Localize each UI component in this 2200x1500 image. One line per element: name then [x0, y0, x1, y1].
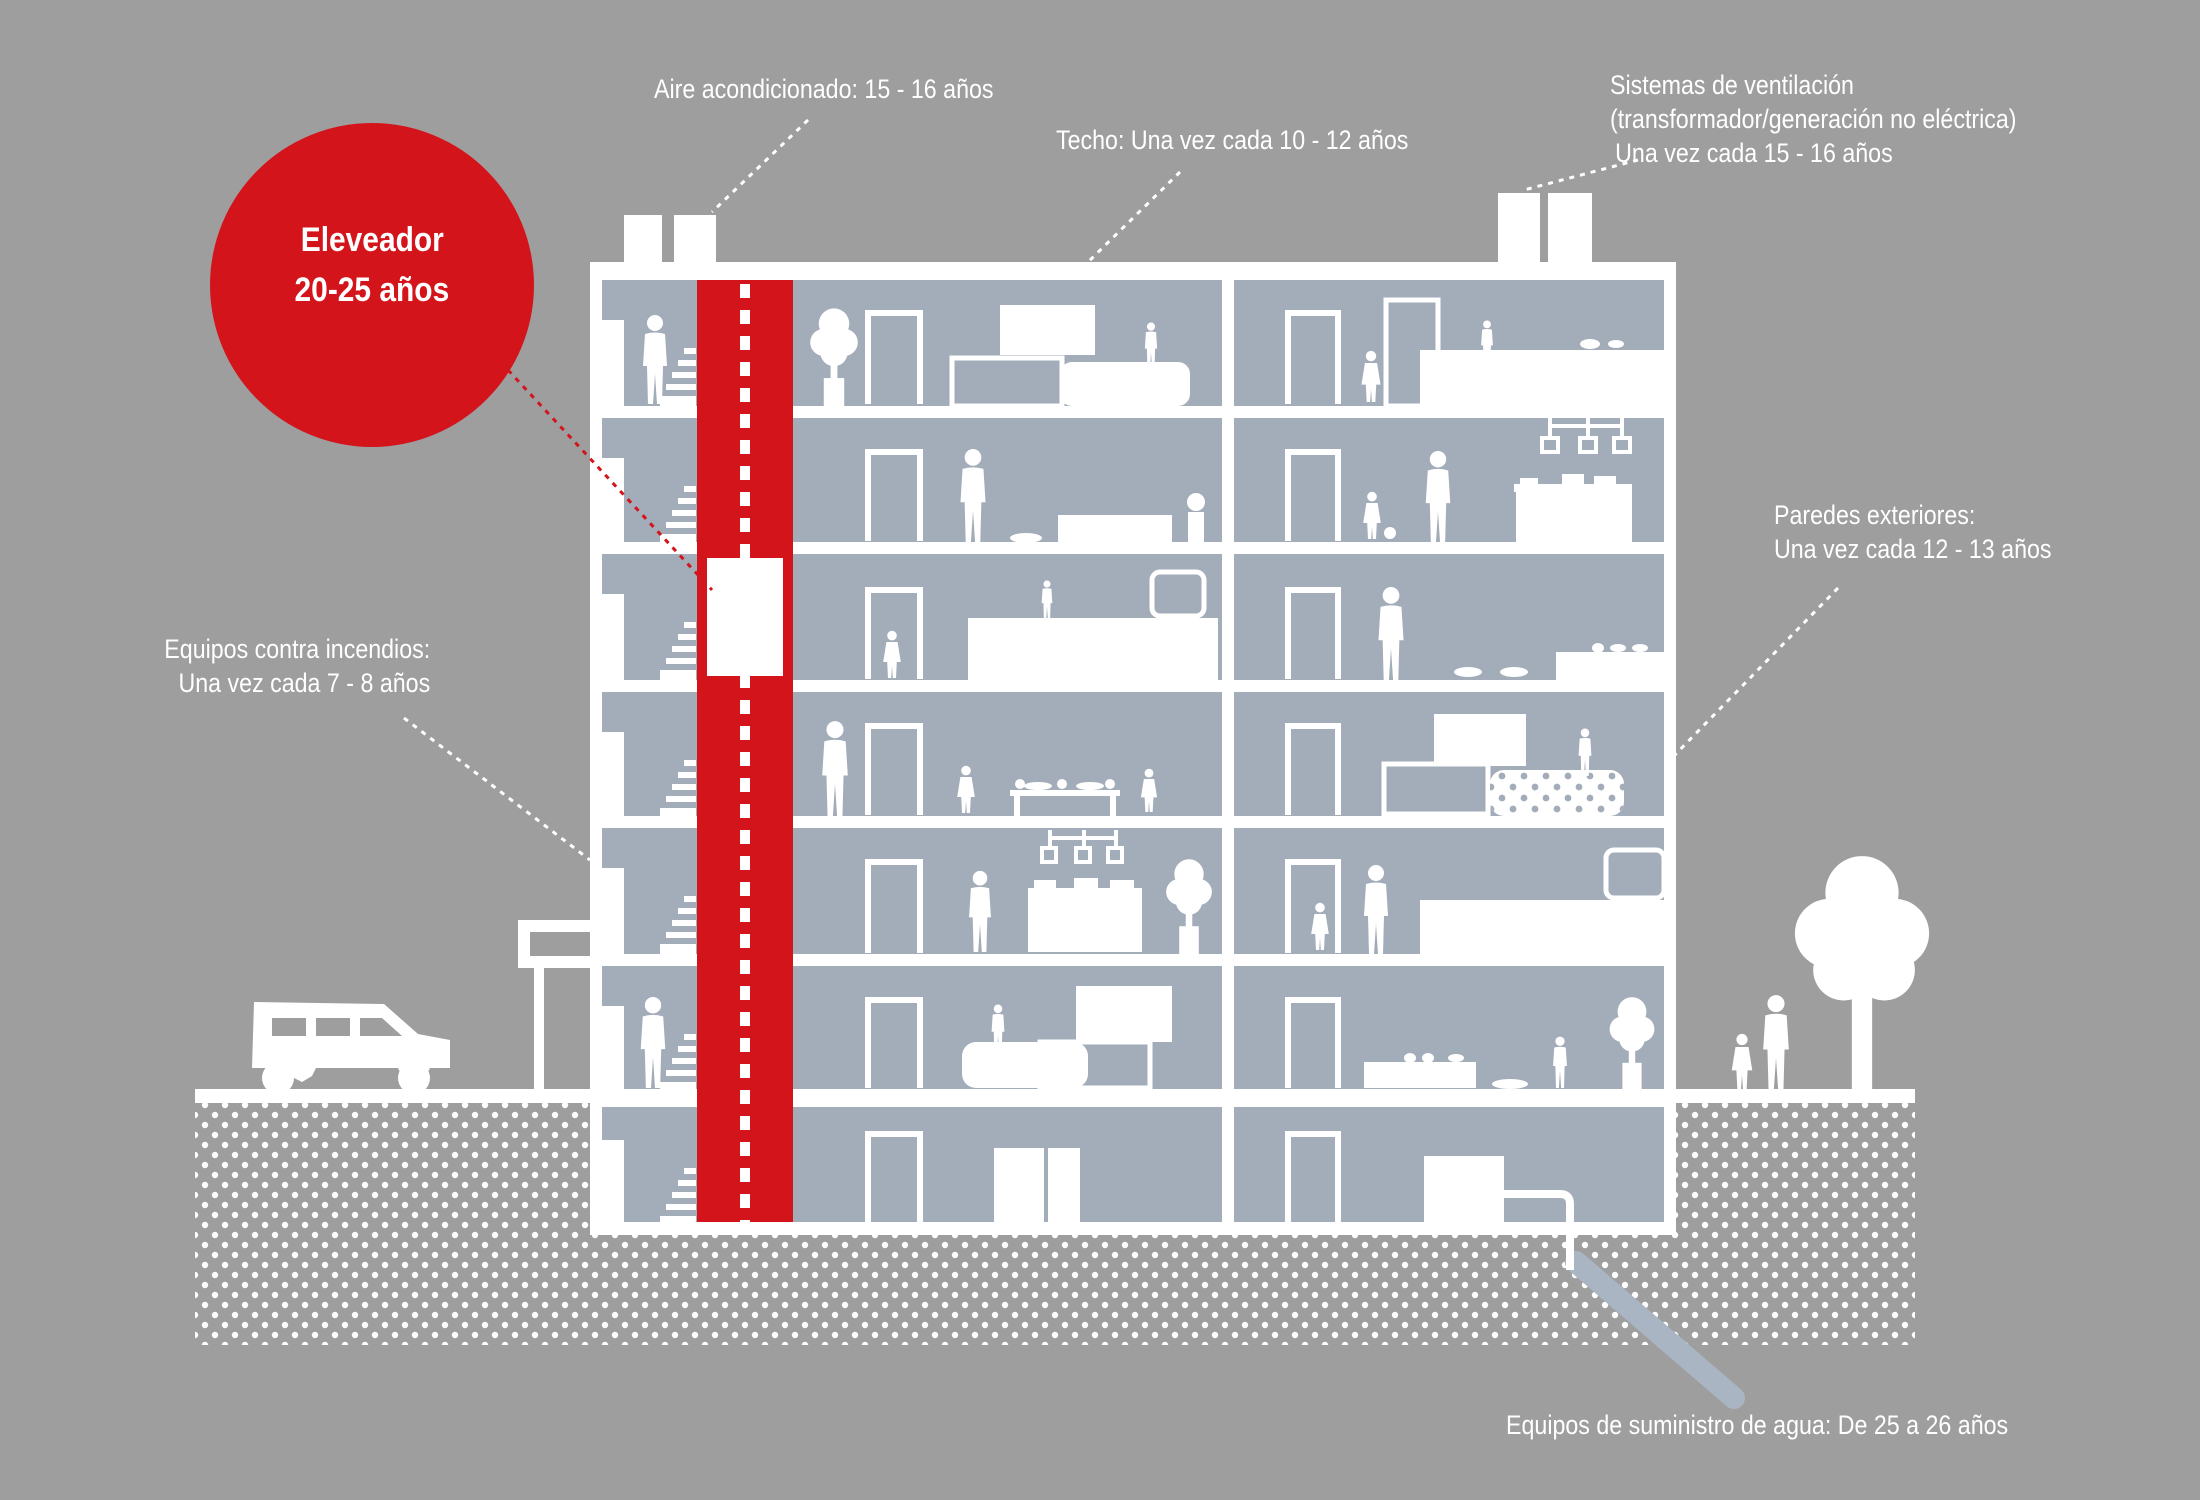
ventilation-label: Sistemas de ventilación (transformador/g… — [1610, 70, 2017, 168]
kitchen-counter-icon — [1420, 350, 1664, 406]
water-pipe-icon — [1504, 1190, 1745, 1409]
kitchen-counter-icon — [1420, 900, 1664, 954]
elevator-car-icon — [707, 558, 783, 676]
sofa-icon — [962, 1042, 1088, 1088]
elevator-badge-lifespan: 20-25 años — [294, 271, 450, 309]
entrance-canopy — [518, 920, 590, 1092]
kitchen-counter-icon — [968, 618, 1218, 680]
air-conditioning-label: Aire acondicionado: 15 - 16 años — [654, 74, 994, 104]
stairs-icon — [602, 320, 696, 1226]
table-icon — [1010, 790, 1120, 796]
kitchen-counter-icon — [1516, 484, 1632, 542]
elevator-badge-title: Eleveador — [300, 221, 444, 259]
leader-lines — [403, 118, 1840, 862]
plant-icon — [1188, 512, 1204, 542]
exterior-walls-label: Paredes exteriores: Una vez cada 12 - 13… — [1774, 500, 2052, 564]
person-icon — [1763, 995, 1789, 1090]
car-icon — [252, 1002, 450, 1094]
kitchen-counter-icon — [1028, 888, 1142, 952]
elevator-badge: Eleveador 20-25 años — [210, 123, 534, 447]
lamp-icon — [1540, 418, 1632, 454]
water-supply-label: Equipos de suministro de agua: De 25 a 2… — [1506, 1410, 2009, 1440]
tree-icon — [1794, 856, 1930, 1094]
storage-unit — [994, 1148, 1044, 1222]
tv-icon — [1000, 305, 1095, 355]
chimney-icon — [624, 193, 1592, 265]
lamp-icon — [1040, 830, 1124, 864]
water-tank — [1424, 1156, 1504, 1222]
fire-equipment-label: Equipos contra incendios: Una vez cada 7… — [164, 634, 430, 698]
sofa-icon — [1060, 362, 1190, 406]
roof-label: Techo: Una vez cada 10 - 12 años — [1056, 125, 1409, 155]
child-icon — [1731, 1033, 1753, 1089]
tv-icon — [1076, 986, 1172, 1042]
door-icon — [865, 310, 1341, 1222]
tv-icon — [1434, 714, 1526, 766]
